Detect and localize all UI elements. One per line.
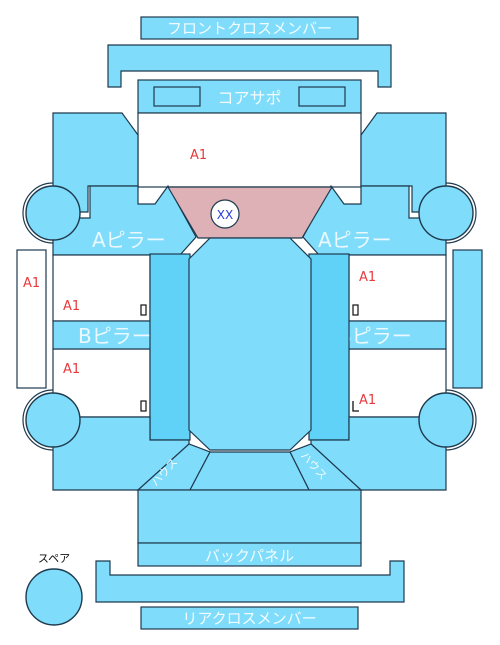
- back-panel-label: バックパネル: [205, 547, 294, 565]
- core-support-left-slot: [153, 86, 201, 107]
- left-a-pillar-label: Aピラー: [92, 228, 166, 252]
- rear-right-wheel: [418, 389, 477, 451]
- rear-bumper-reinforcement: [95, 560, 405, 603]
- back-panel: [137, 542, 362, 567]
- right-a-pillar-label: Aピラー: [318, 228, 392, 252]
- damage-marker-code: XX: [217, 208, 233, 222]
- left-rear-door-handle: [140, 400, 147, 412]
- left-b-pillar-label: Bピラー: [78, 324, 152, 348]
- damage-code-left-outer-side: A1: [23, 276, 40, 291]
- left-front-door: [52, 254, 151, 322]
- core-support-label: コアサポ: [217, 89, 281, 108]
- right-side-panel: [452, 249, 483, 389]
- left-outer-side-panel: [16, 249, 47, 389]
- spare-tire: [25, 568, 83, 626]
- damage-code-right-front-door: A1: [359, 270, 376, 285]
- right-b-pillar-label: Bピラー: [338, 324, 412, 348]
- rear-cross-member-panel: [140, 606, 359, 630]
- damage-code-left-front-door: A1: [63, 299, 80, 314]
- damage-code-left-rear-door: A1: [63, 362, 80, 377]
- damage-code-right-rear-door: A1: [359, 393, 376, 408]
- damage-code-hood: A1: [190, 148, 207, 163]
- right-front-door: [348, 254, 447, 322]
- damage-marker-circle: [210, 199, 240, 229]
- front-cross-member-panel: [140, 16, 359, 40]
- rear-left-wheel: [22, 389, 81, 451]
- left-front-door-handle: [140, 304, 147, 316]
- windshield: [166, 186, 334, 239]
- front-cross-member-label: フロントクロスメンバー: [167, 20, 332, 38]
- right-front-door-handle: [352, 304, 359, 316]
- front-right-wheel: [418, 182, 477, 244]
- rear-cross-member-label: リアクロスメンバー: [182, 610, 316, 628]
- spare-label: スペア: [38, 552, 70, 565]
- hood-area: [137, 112, 362, 188]
- core-support-right-slot: [298, 86, 346, 107]
- right-rear-door-handle: [352, 401, 359, 412]
- front-bumper-reinforcement: [107, 44, 392, 88]
- trunk-floor: [189, 451, 310, 491]
- right-side-rail: [308, 253, 350, 441]
- front-left-wheel: [22, 182, 81, 244]
- right-front-fender: [360, 112, 447, 213]
- left-side-rail: [149, 253, 191, 441]
- roof-panel: [188, 237, 312, 451]
- rear-panel: [137, 489, 362, 544]
